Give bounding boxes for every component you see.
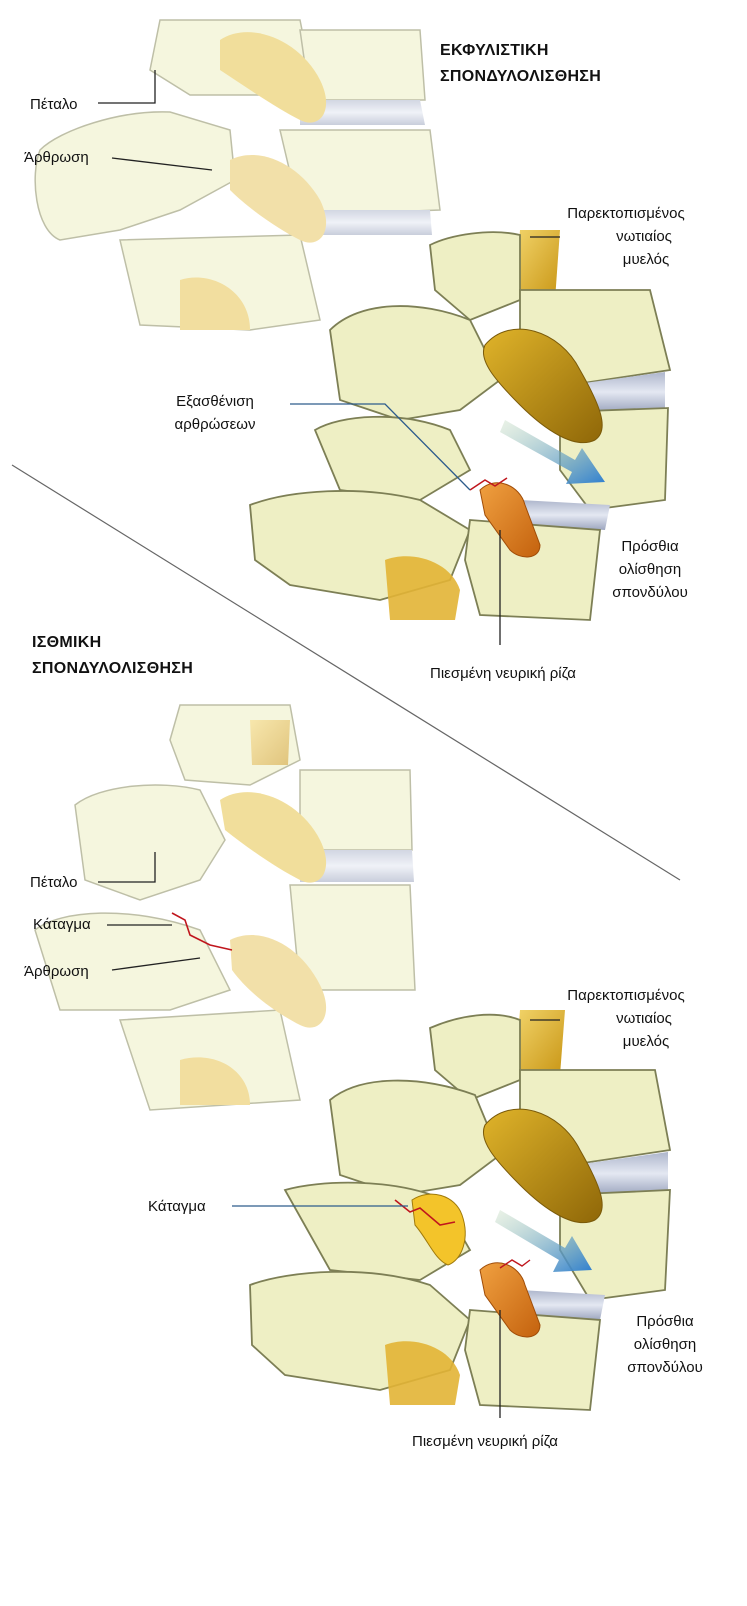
displaced-cord-bottom-line2: νωτιαίος — [540, 1007, 712, 1030]
isthmic-illustration — [35, 705, 670, 1418]
label-anterior-slip-bottom: Πρόσθια ολίσθηση σπονδύλου — [600, 1310, 730, 1379]
label-lamina-bottom: Πέταλο — [30, 871, 78, 894]
anterior-slip-bottom-line3: σπονδύλου — [600, 1356, 730, 1379]
isthmic-title-line1: ΙΣΘΜΙΚΗ — [32, 630, 193, 656]
anterior-slip-line1: Πρόσθια — [585, 535, 715, 558]
isthmic-title: ΙΣΘΜΙΚΗ ΣΠΟΝΔΥΛΟΛΙΣΘΗΣΗ — [28, 628, 197, 684]
displaced-cord-line1: Παρεκτοπισμένος — [540, 202, 712, 225]
label-weakened-joints: Εξασθένιση αρθρώσεων — [145, 390, 285, 436]
label-displaced-cord-top: Παρεκτοπισμένος νωτιαίος μυελός — [540, 202, 712, 271]
anterior-slip-bottom-line2: ολίσθηση — [600, 1333, 730, 1356]
label-displaced-cord-bottom: Παρεκτοπισμένος νωτιαίος μυελός — [540, 984, 712, 1053]
label-compressed-root-bottom: Πιεσμένη νευρική ρίζα — [412, 1430, 558, 1453]
label-fracture-bottom-upper: Κάταγμα — [33, 913, 91, 936]
anterior-slip-line2: ολίσθηση — [585, 558, 715, 581]
degenerative-title: ΕΚΦΥΛΙΣΤΙΚΗ ΣΠΟΝΔΥΛΟΛΙΣΘΗΣΗ — [436, 36, 605, 92]
label-joint-top: Άρθρωση — [24, 146, 89, 169]
upper-vertebrae-faded — [35, 20, 440, 330]
isthmic-title-line2: ΣΠΟΝΔΥΛΟΛΙΣΘΗΣΗ — [32, 656, 193, 682]
displaced-cord-line2: νωτιαίος — [540, 225, 712, 248]
displaced-cord-line3: μυελός — [540, 248, 712, 271]
anterior-slip-line3: σπονδύλου — [585, 581, 715, 604]
label-joint-bottom: Άρθρωση — [24, 960, 89, 983]
label-fracture-bottom-lower: Κάταγμα — [148, 1195, 206, 1218]
weakened-joints-line1: Εξασθένιση — [145, 390, 285, 413]
displaced-cord-bottom-line1: Παρεκτοπισμένος — [540, 984, 712, 1007]
displaced-cord-bottom-line3: μυελός — [540, 1030, 712, 1053]
degenerative-title-line2: ΣΠΟΝΔΥΛΟΛΙΣΘΗΣΗ — [440, 64, 601, 90]
weakened-joints-line2: αρθρώσεων — [145, 413, 285, 436]
label-lamina-top: Πέταλο — [30, 93, 78, 116]
degenerative-illustration — [35, 20, 670, 645]
label-anterior-slip-top: Πρόσθια ολίσθηση σπονδύλου — [585, 535, 715, 604]
anterior-slip-bottom-line1: Πρόσθια — [600, 1310, 730, 1333]
degenerative-title-line1: ΕΚΦΥΛΙΣΤΙΚΗ — [440, 38, 601, 64]
label-compressed-root-top: Πιεσμένη νευρική ρίζα — [430, 662, 576, 685]
upper-vertebrae-faded-bottom — [35, 705, 415, 1110]
